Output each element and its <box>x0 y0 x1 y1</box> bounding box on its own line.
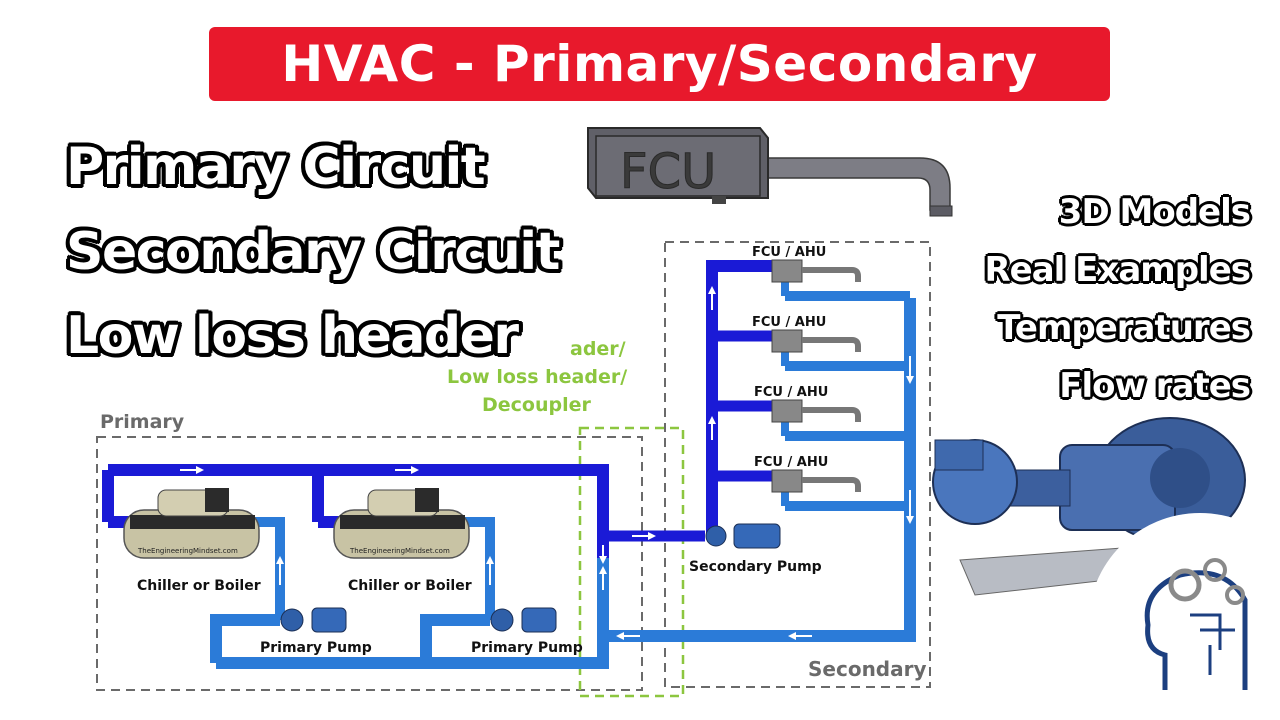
primary-zone-label: Primary <box>100 411 185 433</box>
decoupler-label-line-1: ader/ <box>570 338 626 360</box>
headline-secondary-circuit: Secondary Circuit <box>66 222 560 282</box>
engineering-mindset-logo <box>1088 513 1280 720</box>
terminal-unit-4-label: FCU / AHU <box>754 455 828 470</box>
flow-arrows <box>180 286 914 640</box>
headline-low-loss-header: Low loss header <box>66 306 519 366</box>
headline-primary-circuit: Primary Circuit <box>66 137 486 197</box>
terminal-unit-4: FCU / AHU <box>754 455 861 493</box>
chiller-1-brand: TheEngineeringMindset.com <box>137 547 238 555</box>
primary-pipes <box>102 298 916 669</box>
terminal-unit-3-label: FCU / AHU <box>754 385 828 400</box>
terminal-unit-2: FCU / AHU <box>752 315 861 353</box>
chiller-1-label: Chiller or Boiler <box>137 578 261 594</box>
title-banner: HVAC - Primary/Secondary <box>209 27 1110 101</box>
secondary-pipes <box>706 260 910 536</box>
secondary-pump-label: Secondary Pump <box>689 559 822 575</box>
terminal-unit-2-label: FCU / AHU <box>752 315 826 330</box>
primary-pump-2: Primary Pump <box>471 607 583 656</box>
primary-zone-box <box>96 436 643 691</box>
chiller-1: TheEngineeringMindset.com Chiller or Boi… <box>123 488 261 594</box>
feature-temperatures: Temperatures <box>997 308 1251 348</box>
secondary-zone-label: Secondary <box>808 657 927 681</box>
terminal-unit-1-label: FCU / AHU <box>752 245 826 260</box>
primary-pump-1: Primary Pump <box>260 607 372 656</box>
decoupler-label-line-3: Decoupler <box>482 394 591 416</box>
chiller-2: TheEngineeringMindset.com Chiller or Boi… <box>333 488 472 594</box>
chiller-2-label: Chiller or Boiler <box>348 578 472 594</box>
feature-3d-models: 3D Models <box>1058 192 1251 232</box>
terminal-unit-3: FCU / AHU <box>754 385 861 423</box>
terminal-unit-1: FCU / AHU <box>752 245 861 283</box>
chiller-2-brand: TheEngineeringMindset.com <box>349 547 450 555</box>
fcu-model-label: FCU <box>620 144 716 200</box>
feature-flow-rates: Flow rates <box>1059 366 1251 406</box>
fcu-3d-model: FCU <box>587 127 953 217</box>
decoupler-zone-box <box>578 426 685 698</box>
feature-real-examples: Real Examples <box>984 250 1251 290</box>
primary-pump-1-label: Primary Pump <box>260 640 372 656</box>
primary-pump-2-label: Primary Pump <box>471 640 583 656</box>
secondary-zone-box <box>664 241 931 688</box>
decoupler-label-line-2: Low loss header/ <box>447 366 627 388</box>
secondary-pump: Secondary Pump <box>689 523 822 575</box>
banner-title: HVAC - Primary/Secondary <box>281 35 1038 93</box>
